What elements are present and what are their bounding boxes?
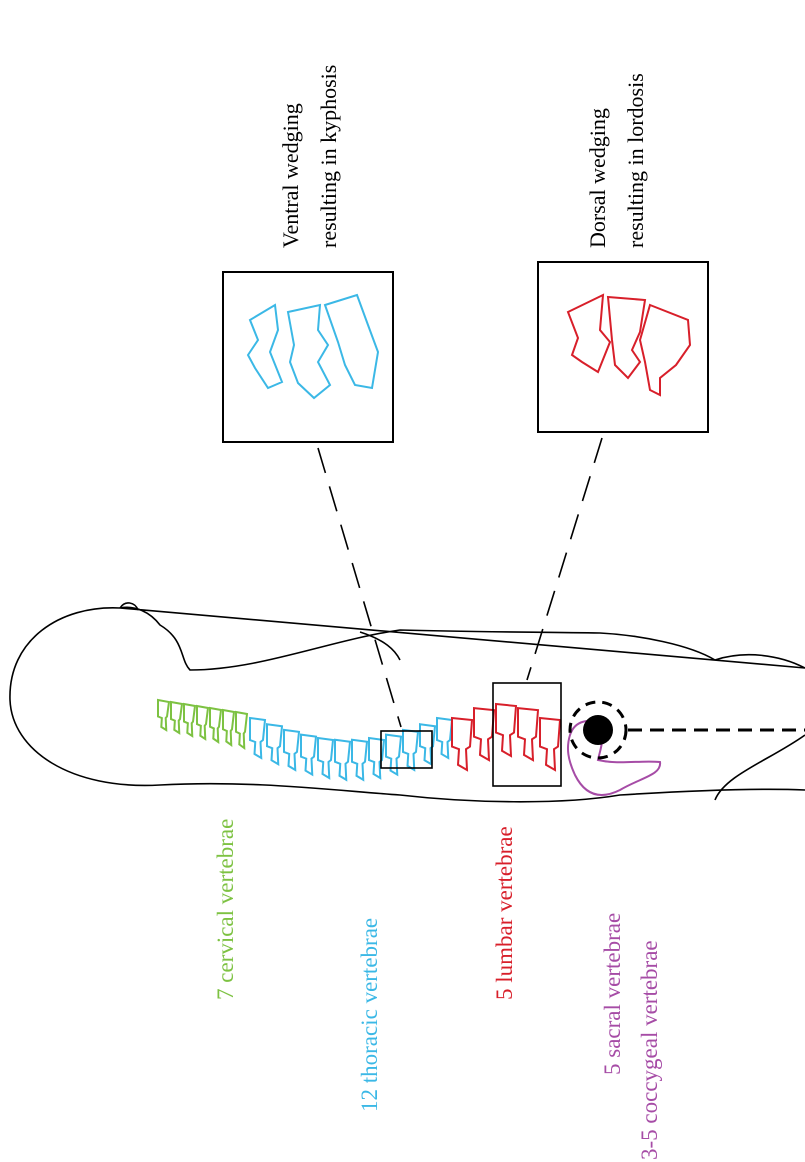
kyphosis-wedged-vertebrae	[248, 295, 378, 398]
center-of-mass-marker	[583, 715, 613, 745]
kyphosis-caption-line1: Ventral wedging	[278, 103, 303, 248]
lumbar-vertebra	[540, 718, 560, 770]
cervical-vertebra	[158, 700, 169, 730]
thoracic-vertebra	[250, 718, 265, 758]
lumbar-vertebra	[496, 704, 516, 756]
thoracic-vertebra	[403, 730, 418, 770]
kyphosis-connector	[318, 448, 401, 727]
lordosis-wedged-vertebrae	[568, 295, 690, 395]
thoracic-vertebra	[335, 740, 350, 780]
cervical-vertebra	[171, 702, 182, 733]
lumbar-vertebra	[452, 718, 472, 770]
cervical-vertebra	[236, 712, 247, 748]
thoracic-vertebra	[301, 735, 316, 775]
sacrum-coccyx	[568, 721, 660, 795]
cervical-vertebra	[197, 706, 208, 739]
cervical-label: 7 cervical vertebrae	[213, 819, 238, 1000]
lumbar-vertebrae	[452, 704, 560, 770]
body-outline	[10, 607, 805, 801]
lumbar-vertebra	[474, 708, 494, 760]
cervical-vertebrae	[158, 700, 247, 748]
thoracic-vertebra	[318, 738, 333, 778]
kyphosis-caption-line2: resulting in kyphosis	[316, 65, 341, 248]
coccygeal-label: 3-5 coccygeal vertebrae	[637, 940, 662, 1160]
lumbar-vertebra	[518, 708, 538, 760]
thoracic-label: 12 thoracic vertebrae	[357, 918, 382, 1112]
lordosis-caption-line1: Dorsal wedging	[585, 108, 610, 248]
cervical-vertebra	[223, 710, 234, 745]
lordosis-callout-box	[538, 262, 708, 432]
thoracic-vertebra	[437, 718, 452, 758]
sacral-label: 5 sacral vertebrae	[600, 913, 625, 1075]
thoracic-vertebra	[284, 730, 299, 770]
thoracic-vertebra	[352, 740, 367, 780]
cervical-vertebra	[210, 708, 221, 742]
thoracic-vertebrae	[250, 718, 452, 780]
lumbar-label: 5 lumbar vertebrae	[492, 826, 517, 1000]
lordosis-caption-line2: resulting in lordosis	[623, 73, 648, 248]
cervical-vertebra	[184, 704, 195, 736]
thoracic-vertebra	[267, 724, 282, 764]
lordosis-connector	[527, 438, 602, 680]
